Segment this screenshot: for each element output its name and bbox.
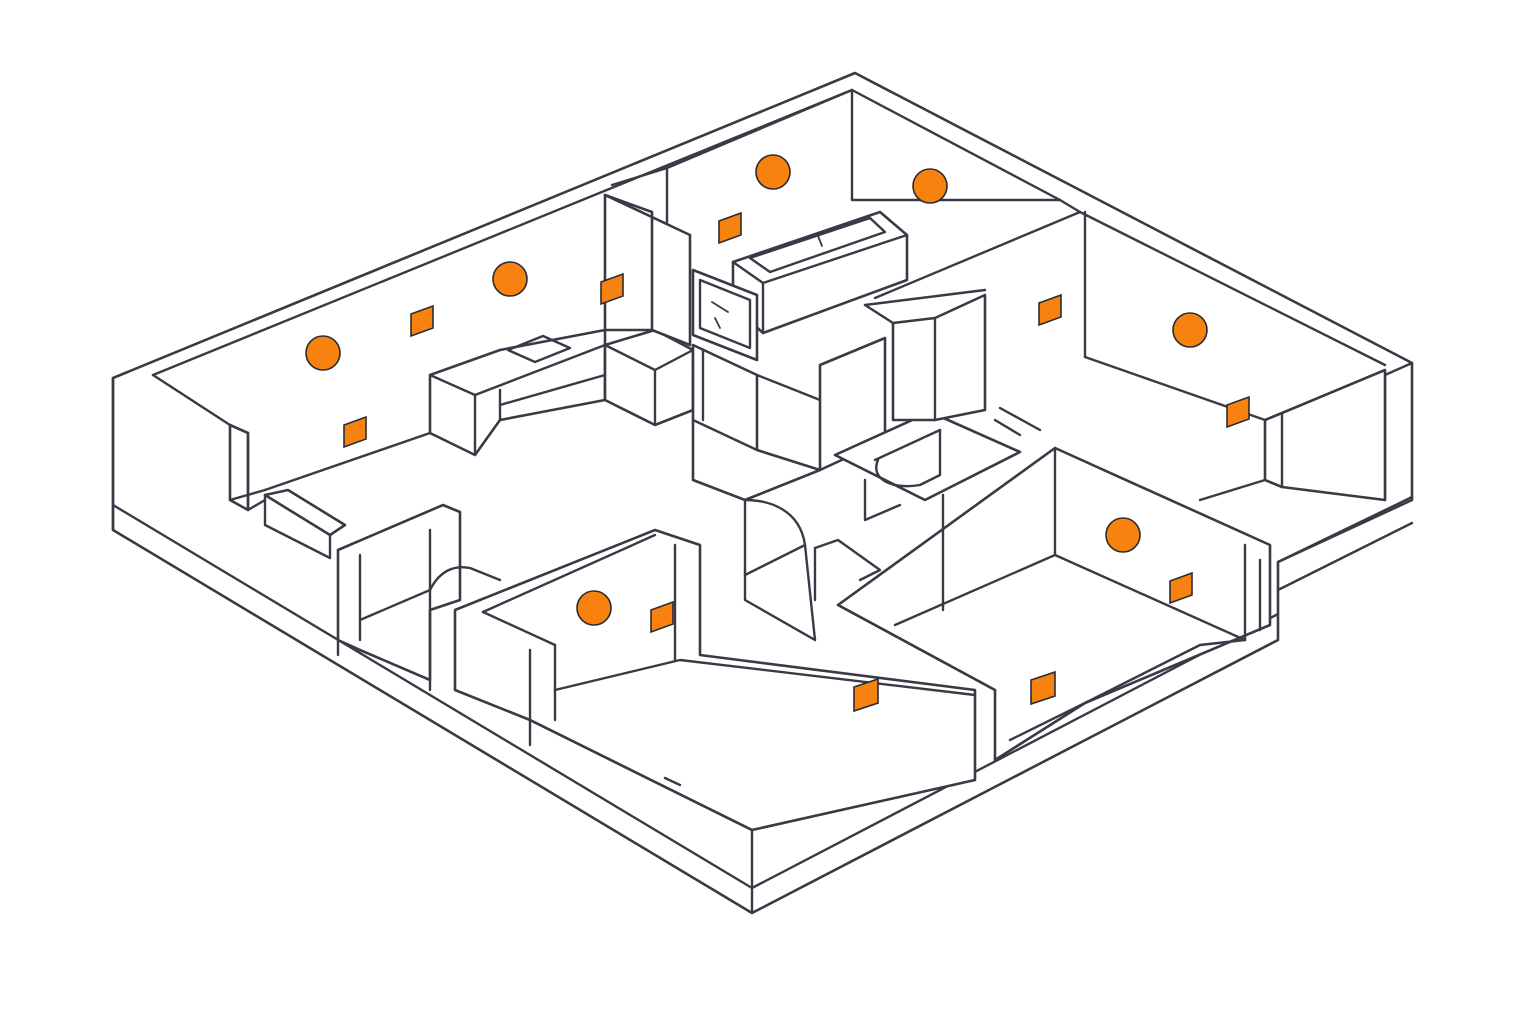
square-marker <box>410 304 434 338</box>
square-marker <box>650 600 674 634</box>
corridor <box>691 288 1022 522</box>
square-marker <box>1169 571 1193 605</box>
square-marker <box>343 415 367 449</box>
circle-marker <box>755 154 791 190</box>
circle-marker <box>1105 517 1141 553</box>
square-marker <box>718 211 742 245</box>
circle-marker <box>305 335 341 371</box>
markers <box>305 154 1250 713</box>
square-marker <box>853 677 879 713</box>
square-marker <box>1038 293 1062 327</box>
bathroom <box>603 88 1062 362</box>
circle-marker <box>576 590 612 626</box>
kitchen-living-room <box>228 328 695 560</box>
square-marker <box>1030 670 1056 706</box>
bedroom-bottom-right <box>813 446 1272 762</box>
bedroom-top-right <box>873 198 1387 502</box>
small-room-bottom-left <box>336 503 502 692</box>
square-marker <box>1226 395 1250 429</box>
circle-marker <box>912 168 948 204</box>
circle-marker <box>492 261 528 297</box>
square-marker <box>600 272 624 306</box>
circle-marker <box>1172 312 1208 348</box>
